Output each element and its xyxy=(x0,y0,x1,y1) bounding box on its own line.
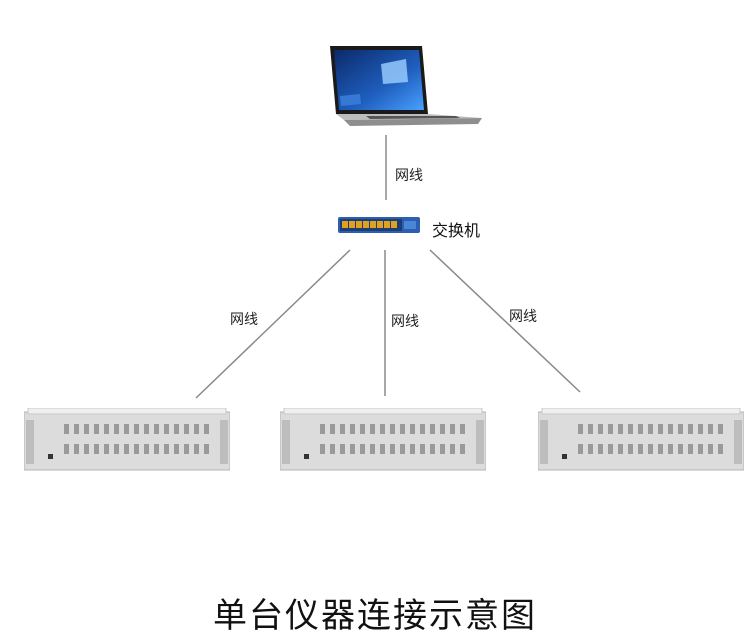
switch-icon xyxy=(338,217,420,233)
label-center-cable: 网线 xyxy=(391,314,419,330)
diagram-caption: 单台仪器连接示意图 xyxy=(213,596,537,636)
cable-switch-left xyxy=(195,249,351,399)
cable-switch-right xyxy=(429,249,581,393)
instrument-right-icon xyxy=(538,408,744,471)
label-switch: 交换机 xyxy=(432,221,481,240)
label-right-cable: 网线 xyxy=(509,309,537,325)
label-left-cable: 网线 xyxy=(230,312,258,328)
connection-lines xyxy=(195,135,581,399)
label-laptop-switch-cable: 网线 xyxy=(395,168,423,184)
laptop-icon xyxy=(330,46,482,126)
instrument-left-icon xyxy=(24,408,230,471)
instrument-center-icon xyxy=(280,408,486,471)
network-diagram: 网线 交换机 网线 网线 网线 单台仪器连接示意图 xyxy=(24,46,744,636)
